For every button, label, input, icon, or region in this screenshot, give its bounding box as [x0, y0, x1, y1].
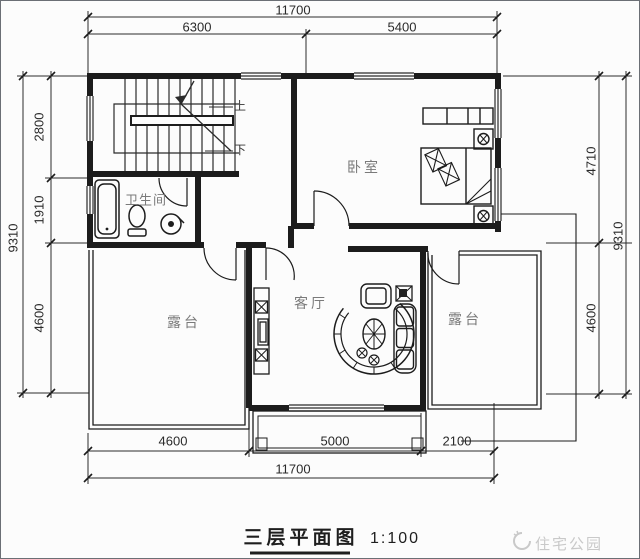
stair-up-label: 上 [233, 99, 247, 113]
bathroom-door [158, 177, 188, 207]
nightstand-1 [473, 128, 494, 150]
living-room-furniture [253, 283, 417, 375]
doors [203, 190, 460, 285]
bedroom-door [313, 190, 350, 227]
bathroom-fixtures [94, 177, 188, 239]
dimension-lines [17, 11, 632, 484]
room-label-terrace-left: 露台 [167, 314, 201, 330]
staircase [113, 79, 239, 171]
watermark-text: 住宅公园 [535, 536, 604, 553]
dim-bottom-seg-2: 5000 [320, 433, 350, 449]
nightstand-2 [473, 205, 494, 227]
terrace-rails [88, 213, 577, 454]
dim-top-total: 11700 [275, 2, 311, 18]
dim-left-seg-3: 4600 [31, 303, 47, 333]
dim-right-total: 9310 [610, 221, 626, 251]
wardrobe [422, 107, 494, 125]
dim-left-seg-1: 2800 [31, 112, 47, 142]
bed [420, 147, 492, 205]
dim-right-seg-1: 4710 [583, 146, 599, 176]
room-label-bedroom: 卧室 [347, 159, 381, 175]
dim-bottom-seg-1: 4600 [158, 433, 188, 449]
windows [86, 72, 502, 412]
tv-cabinet [253, 287, 270, 375]
room-label-terrace-right: 露台 [448, 311, 482, 327]
terrace-right-rail [427, 250, 542, 410]
terrace-left-rail [88, 250, 250, 430]
bedroom-furniture [420, 107, 494, 227]
dim-bottom-total: 11700 [275, 461, 311, 477]
dim-top-seg-2: 5400 [387, 19, 417, 35]
stools [356, 347, 380, 366]
armchair [360, 283, 392, 309]
lower-roof-outline [461, 213, 577, 442]
dim-left-total: 9310 [5, 223, 21, 253]
living-room-door [265, 247, 295, 281]
pillows [424, 147, 461, 187]
dim-bottom-seg-3: 2100 [442, 433, 472, 449]
watermark-logo-icon [513, 530, 531, 550]
stair-down-label: 下 [233, 143, 247, 157]
room-label-bathroom: 卫生间 [124, 192, 168, 208]
corner-table [395, 285, 413, 302]
bathtub [94, 179, 120, 239]
dim-top-seg-1: 6300 [182, 19, 212, 35]
toilet [127, 204, 147, 237]
balcony-rail [252, 410, 427, 454]
sink [160, 213, 185, 235]
watermark: 住宅公园 [535, 533, 603, 554]
coffee-table [362, 318, 386, 350]
terrace-left-door [203, 247, 237, 281]
drawing-title: 三层平面图 [243, 527, 359, 549]
dim-right-seg-2: 4600 [583, 303, 599, 333]
side-sofa [393, 303, 417, 374]
drawing-scale: 1:100 [369, 530, 421, 547]
dimension-ticks [18, 12, 631, 483]
room-label-living-room: 客厅 [294, 295, 328, 311]
dim-left-seg-2: 1910 [31, 195, 47, 225]
